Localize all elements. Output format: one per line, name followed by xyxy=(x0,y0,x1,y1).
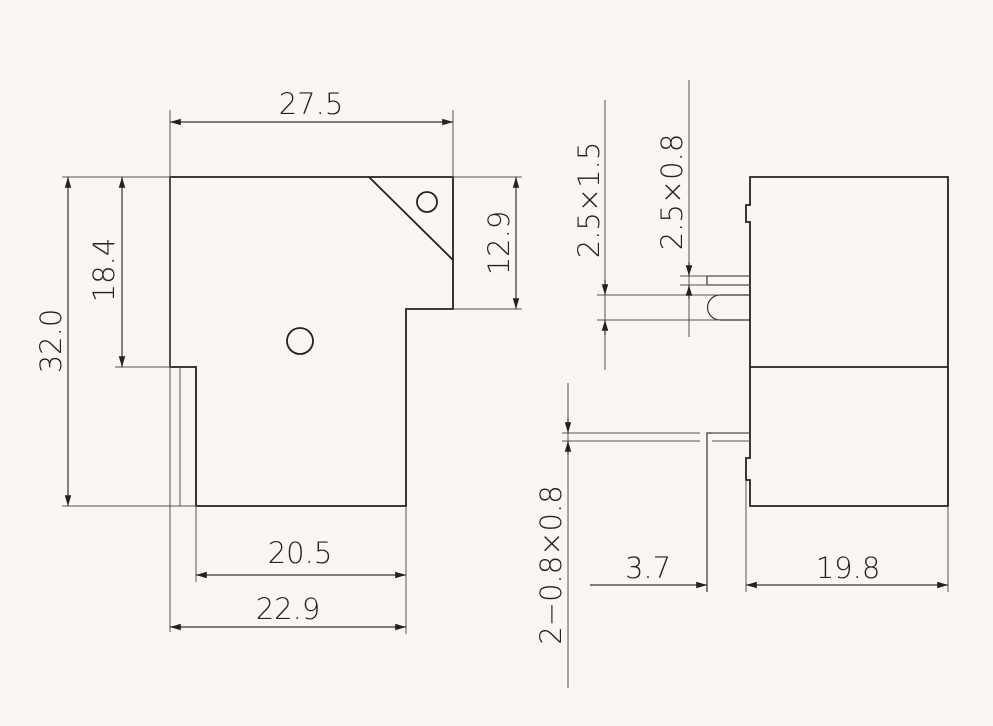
dim-2-5x1-5: 2.5×1.5 xyxy=(572,142,606,259)
round-pin xyxy=(706,294,750,321)
dim-3-7: 3.7 xyxy=(625,551,671,585)
front-view: 27.5 32.0 18.4 12.9 20.5 22.9 xyxy=(34,87,522,634)
lower-pin xyxy=(706,432,750,592)
dim-20-5: 20.5 xyxy=(268,536,333,570)
side-extension-lines xyxy=(562,275,949,592)
small-hole xyxy=(416,191,438,213)
upper-pin xyxy=(706,275,750,286)
dim-27-5: 27.5 xyxy=(279,87,344,121)
dim-2-0-8x0-8: 2−0.8×0.8 xyxy=(534,485,568,644)
extension-lines xyxy=(62,110,522,634)
corner-chamfer xyxy=(368,176,454,261)
dim-32-0: 32.0 xyxy=(34,309,68,374)
dim-12-9: 12.9 xyxy=(482,211,516,276)
body-outline xyxy=(745,176,949,507)
center-hole xyxy=(286,327,314,355)
dim-2-5x0-8: 2.5×0.8 xyxy=(655,134,689,251)
side-view: 2.5×1.5 2.5×0.8 2−0.8×0.8 3.7 19.8 xyxy=(534,80,949,688)
dim-22-9: 22.9 xyxy=(256,592,321,626)
dim-18-4: 18.4 xyxy=(87,238,121,303)
dim-19-8: 19.8 xyxy=(816,551,881,585)
front-outline xyxy=(169,176,454,507)
